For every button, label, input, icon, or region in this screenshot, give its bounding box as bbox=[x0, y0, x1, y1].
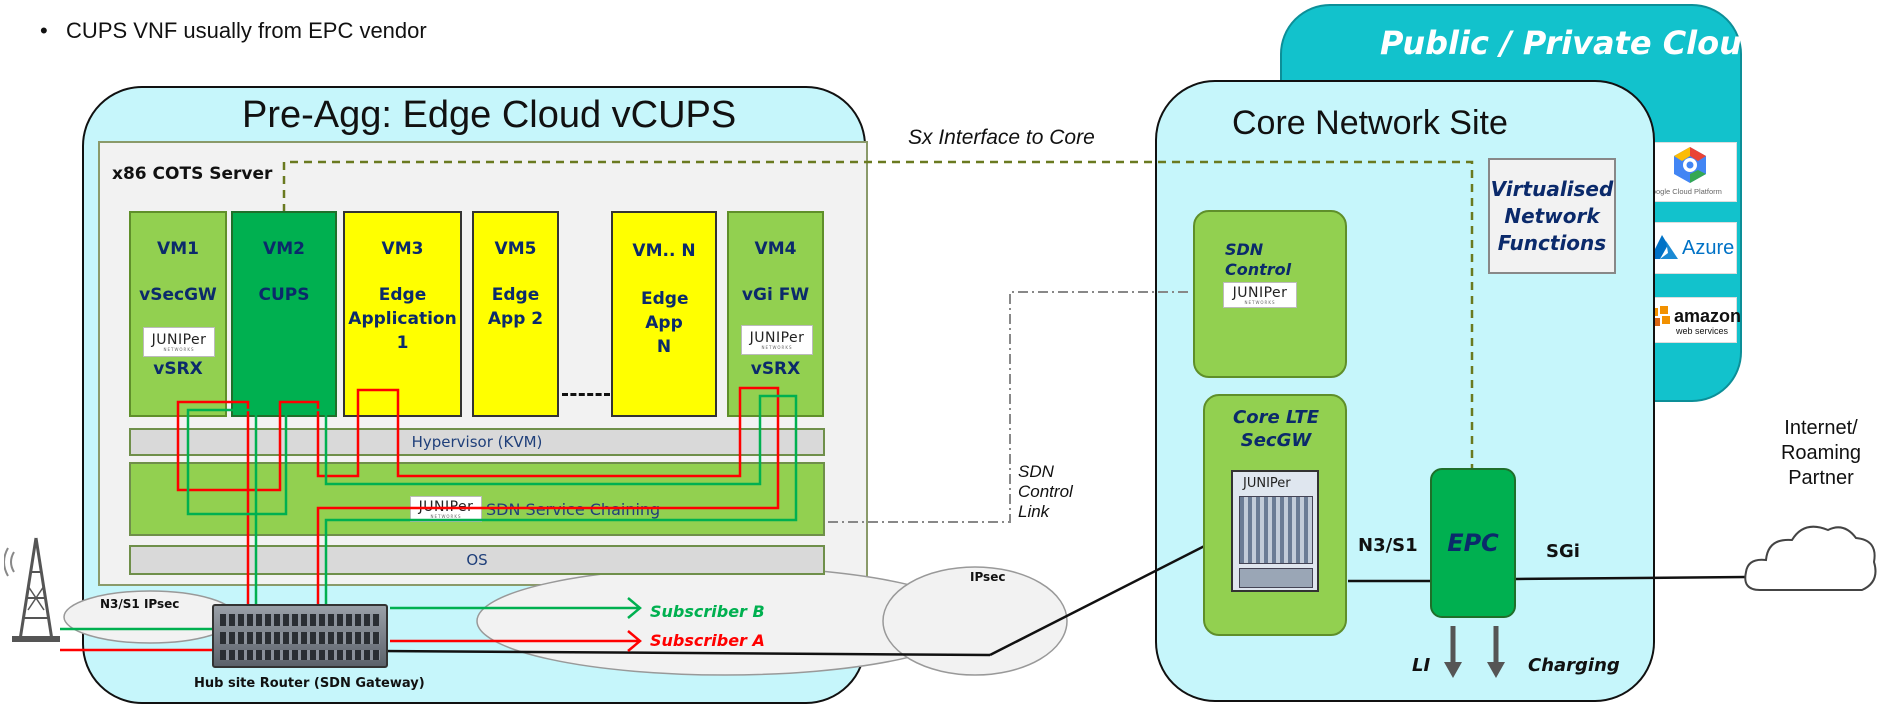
google-logo-label: Google Cloud Platform bbox=[1646, 187, 1722, 196]
vnf-label: Virtualised Network Functions bbox=[1490, 176, 1614, 255]
vm3-id: VM3 bbox=[381, 239, 424, 259]
cots-server-label: x86 COTS Server bbox=[112, 164, 273, 184]
subscriber-a-arrow bbox=[627, 630, 642, 652]
secgw-link-line bbox=[989, 528, 1237, 657]
core-secgw-box: Core LTE SecGW JUNIPer bbox=[1203, 394, 1347, 636]
hypervisor-label: Hypervisor (KVM) bbox=[411, 433, 543, 451]
azure-logo: Azure bbox=[1643, 222, 1737, 274]
os-label: OS bbox=[466, 551, 488, 569]
sx-interface-label: Sx Interface to Core bbox=[908, 126, 1095, 149]
vm3-box: VM3 Edge Application 1 bbox=[343, 211, 462, 417]
sdn-control-title: SDN Control bbox=[1225, 240, 1292, 279]
amazon-sub-label: web services bbox=[1676, 326, 1729, 336]
internet-label: Internet/ Roaming Partner bbox=[1780, 417, 1862, 489]
hypervisor-bar: Hypervisor (KVM) bbox=[129, 428, 825, 456]
subscriber-a-label: Subscriber A bbox=[650, 631, 765, 650]
google-hex-icon bbox=[1674, 147, 1706, 183]
bullet-dot: • bbox=[40, 18, 67, 43]
core-network-title: Core Network Site bbox=[1232, 104, 1508, 142]
vm1-name: vSecGW bbox=[139, 285, 217, 305]
li-arrow-head bbox=[1444, 662, 1462, 678]
subscriber-a-chain-path bbox=[176, 386, 780, 608]
bullet-text: • CUPS VNF usually from EPC vendor bbox=[40, 18, 427, 44]
cloud-title: Public / Private Cloud bbox=[1380, 24, 1765, 62]
vm2-box: VM2 CUPS bbox=[231, 211, 337, 417]
epc-label: EPC bbox=[1447, 529, 1499, 557]
sx-interface-line bbox=[282, 160, 1474, 468]
vm1-extra: vSRX bbox=[153, 359, 203, 379]
os-bar: OS bbox=[129, 545, 825, 575]
hub-router-icon bbox=[212, 604, 388, 668]
subscriber-b-arrow bbox=[627, 597, 642, 619]
vm2-id: VM2 bbox=[263, 239, 305, 259]
vm-ellipsis bbox=[562, 393, 610, 396]
hub-router-label: Hub site Router (SDN Gateway) bbox=[194, 676, 425, 691]
n3-s1-label: N3/S1 bbox=[1358, 535, 1418, 556]
li-label: LI bbox=[1412, 655, 1431, 676]
core-secgw-title: Core LTE SecGW bbox=[1233, 407, 1319, 451]
amazon-label: amazon bbox=[1674, 306, 1742, 326]
secgw-chassis: JUNIPer bbox=[1231, 470, 1319, 592]
google-cloud-logo: Google Cloud Platform bbox=[1643, 142, 1737, 202]
vmn-name: Edge App N bbox=[641, 289, 689, 357]
vm5-box: VM5 Edge App 2 bbox=[472, 211, 559, 417]
sdn-chaining-label: SDN Service Chaining bbox=[486, 500, 661, 519]
azure-label: Azure bbox=[1682, 237, 1735, 259]
charging-arrow-head bbox=[1487, 662, 1505, 678]
router-ports-row-1 bbox=[220, 614, 380, 626]
subscriber-b-chain-path bbox=[186, 394, 798, 608]
edge-cloud-title: Pre-Agg: Edge Cloud vCUPS bbox=[242, 94, 737, 136]
vm4-id: VM4 bbox=[754, 239, 797, 259]
vm2-name: CUPS bbox=[258, 285, 310, 305]
ipsec-label: IPsec bbox=[970, 570, 1006, 584]
router-ports-row-3 bbox=[220, 650, 380, 660]
vnf-box: Virtualised Network Functions bbox=[1488, 158, 1616, 274]
vmn-box: VM.. N Edge App N bbox=[611, 211, 717, 417]
secgw-juniper-word: JUNIPer bbox=[1243, 476, 1291, 491]
sgi-link-line bbox=[1515, 575, 1747, 581]
sgi-label: SGi bbox=[1546, 541, 1580, 562]
secgw-chassis-base bbox=[1239, 568, 1313, 588]
cell-tower-icon bbox=[4, 537, 60, 642]
secgw-chassis-slots bbox=[1239, 496, 1313, 564]
router-ports-row-2 bbox=[220, 632, 380, 644]
vm4-extra: vSRX bbox=[750, 359, 801, 379]
internet-cloud-icon bbox=[1744, 525, 1877, 591]
epc-box: EPC bbox=[1430, 468, 1516, 618]
sdn-link-label: SDN Control Link bbox=[1018, 462, 1073, 521]
vm1-id: VM1 bbox=[157, 239, 199, 259]
amazon-logo: amazon web services bbox=[1643, 297, 1741, 343]
vm4-name: vGi FW bbox=[741, 285, 810, 305]
sdn-control-link-line bbox=[828, 291, 1188, 523]
vm5-id: VM5 bbox=[494, 239, 537, 259]
ipsec-tunnel-end bbox=[882, 566, 1068, 676]
vm5-name: Edge App 2 bbox=[487, 285, 544, 329]
bullet-label: CUPS VNF usually from EPC vendor bbox=[66, 18, 427, 43]
n3-s1-ipsec-label: N3/S1 IPsec bbox=[100, 597, 180, 611]
vm3-name: Edge Application 1 bbox=[348, 285, 457, 353]
charging-label: Charging bbox=[1528, 655, 1620, 676]
vmn-id: VM.. N bbox=[632, 241, 696, 261]
subscriber-a-black-line bbox=[379, 649, 991, 657]
subscriber-b-label: Subscriber B bbox=[650, 602, 765, 621]
